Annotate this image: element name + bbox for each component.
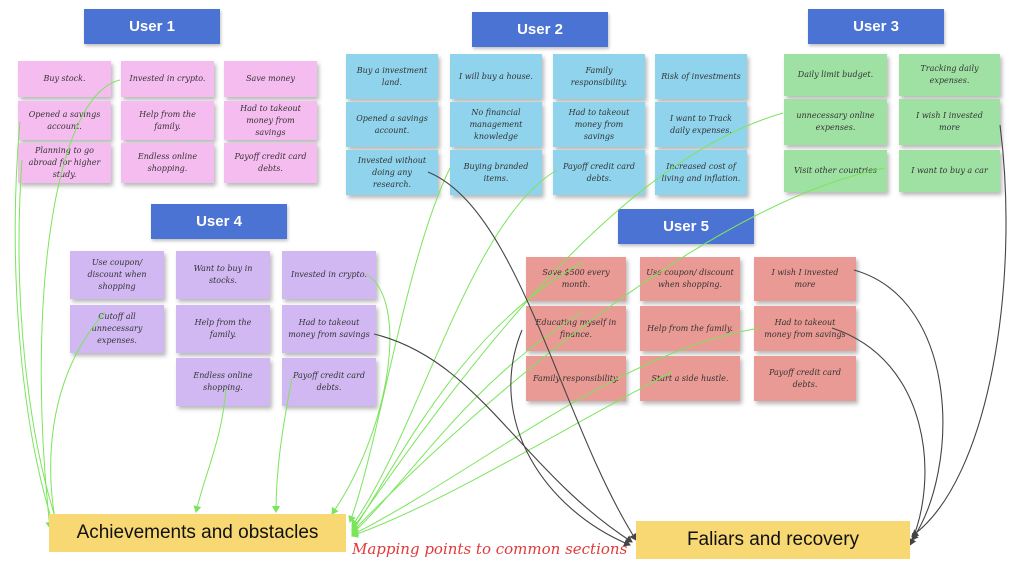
sticky-note[interactable]: Increased cost of living and inflation. (655, 150, 747, 195)
sticky-note[interactable]: Cutoff all unnecessary expenses. (70, 305, 164, 353)
sticky-note[interactable]: Use coupon/ discount when shopping. (640, 257, 740, 301)
sticky-note[interactable]: Invested without doing any research. (346, 150, 438, 195)
sticky-note[interactable]: Had to takeout money from savings (224, 101, 317, 140)
sticky-note[interactable]: Help from the family. (176, 305, 270, 353)
achievements-section[interactable]: Achievements and obstacles (49, 514, 346, 552)
achievement-arrow (14, 121, 57, 531)
sticky-note[interactable]: Had to takeout money from savings (754, 306, 856, 351)
sticky-note[interactable]: Payoff credit card debts. (282, 358, 376, 406)
sticky-note[interactable]: Opened a savings account. (346, 102, 438, 147)
sticky-note[interactable]: Want to buy in stocks. (176, 251, 270, 299)
sticky-note[interactable]: Help from the family. (121, 101, 214, 140)
achievement-arrow (18, 159, 62, 533)
user-1-title: User 1 (84, 9, 220, 44)
sticky-note[interactable]: I want to Track daily expenses. (655, 102, 747, 147)
sticky-note[interactable]: I wish I invested more (899, 99, 1000, 145)
sticky-note[interactable]: Family responsibility. (526, 356, 626, 401)
sticky-note[interactable]: Start a side hustle. (640, 356, 740, 401)
sticky-note[interactable]: Had to takeout money from savings (282, 305, 376, 353)
user-3-title: User 3 (808, 9, 944, 44)
sticky-note[interactable]: Payoff credit card debts. (754, 356, 856, 401)
sticky-note[interactable]: Endless online shopping. (176, 358, 270, 406)
sticky-note[interactable]: Educating myself in finance. (526, 306, 626, 351)
sticky-note[interactable]: I wish I invested more (754, 257, 856, 301)
sticky-note[interactable]: Tracking daily expenses. (899, 54, 1000, 96)
sticky-note[interactable]: Family responsibility. (553, 54, 645, 99)
sticky-note[interactable]: Buying branded items. (450, 150, 542, 195)
user-5-title: User 5 (618, 209, 754, 244)
sticky-note[interactable]: Buy a investment land. (346, 54, 438, 99)
caption-text: Mapping points to common sections (352, 540, 628, 558)
sticky-note[interactable]: Save $500 every month. (526, 257, 626, 301)
sticky-note[interactable]: Help from the family. (640, 306, 740, 351)
user-2-title: User 2 (472, 12, 608, 47)
failure-arrow (853, 269, 944, 541)
sticky-note[interactable]: Endless online shopping. (121, 143, 214, 183)
sticky-note[interactable]: No financial management knowledge (450, 102, 542, 147)
user-4-title: User 4 (151, 204, 287, 239)
sticky-note[interactable]: Daily limit budget. (784, 54, 887, 96)
failures-section[interactable]: Faliars and recovery (636, 521, 910, 559)
sticky-note[interactable]: Use coupon/ discount when shopping (70, 251, 164, 299)
sticky-note[interactable]: Payoff credit card debts. (553, 150, 645, 195)
sticky-note[interactable]: Planning to go abroad for higher study. (18, 143, 111, 183)
sticky-note[interactable]: I want to buy a car (899, 150, 1000, 192)
sticky-note[interactable]: Risk of investments (655, 54, 747, 99)
sticky-note[interactable]: unnecessary online expenses. (784, 99, 887, 145)
sticky-note[interactable]: Visit other countries (784, 150, 887, 192)
sticky-note[interactable]: Invested in crypto. (121, 61, 214, 97)
sticky-note[interactable]: Buy stock. (18, 61, 111, 97)
sticky-note[interactable]: I will buy a house. (450, 54, 542, 99)
achievement-arrow (193, 387, 227, 513)
sticky-note[interactable]: Payoff credit card debts. (224, 143, 317, 183)
sticky-note[interactable]: Opened a savings account. (18, 101, 111, 140)
sticky-note[interactable]: Invested in crypto. (282, 251, 376, 299)
sticky-note[interactable]: Had to takeout money from savings (553, 102, 645, 147)
sticky-note[interactable]: Save money (224, 61, 317, 97)
